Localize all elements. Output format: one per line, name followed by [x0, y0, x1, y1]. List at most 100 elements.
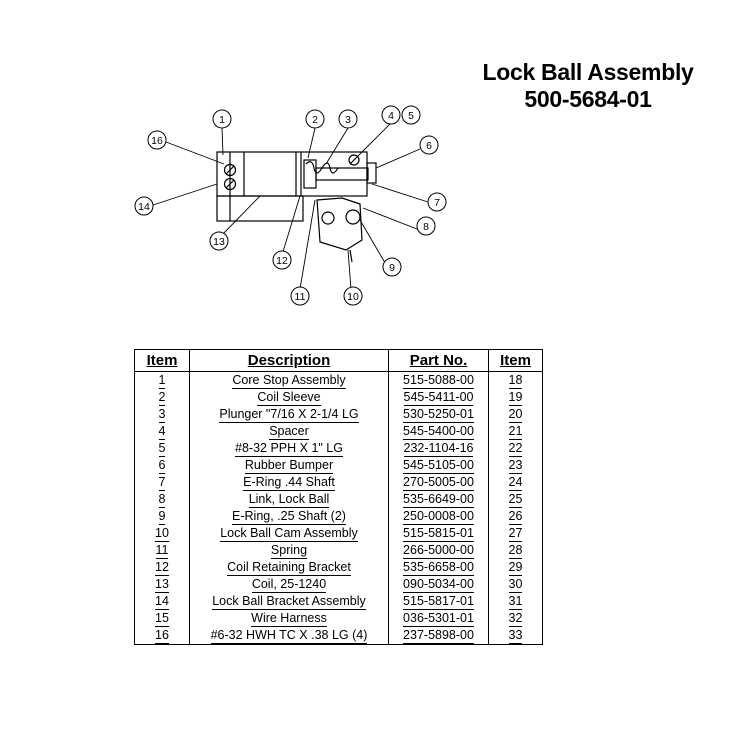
row-item-cell: 16 [134, 627, 190, 645]
row-item-2-cell: 28 [488, 542, 543, 559]
row-part-no-cell: 270-5005-00 [388, 474, 489, 491]
header-part-no: Part No. [388, 349, 489, 372]
callout-3 [338, 109, 358, 129]
assembly-diagram: 1 2 3 4 5 6 7 8 9 10 11 12 13 14 16 [134, 105, 447, 306]
table-row: 14 Lock Ball Bracket Assembly 515-5817-01 3… [134, 593, 543, 610]
row-part-no-cell: 515-5088-00 [388, 371, 489, 389]
callout-label: 2 [312, 114, 318, 126]
row-description-cell: Plunger "7/16 X 2-1/4 LG [189, 406, 389, 423]
row-item-2: 25 [508, 492, 523, 508]
row-item: 7 [158, 475, 166, 491]
row-item-2-cell: 18 [488, 371, 543, 389]
callout-label: 10 [347, 291, 359, 303]
table-row: 8 Link, Lock Ball 535-6649-00 25 [134, 491, 543, 508]
row-item-cell: 7 [134, 474, 190, 491]
row-item-2: 26 [508, 509, 523, 525]
callout-11 [290, 286, 310, 306]
row-item-cell: 13 [134, 576, 190, 593]
row-description: Coil, 25-1240 [251, 577, 327, 593]
row-item: 5 [158, 441, 166, 457]
table-row: 7 E-Ring .44 Shaft 270-5005-00 24 [134, 474, 543, 491]
row-item-2: 31 [508, 594, 523, 610]
row-part-no: 535-6649-00 [403, 492, 474, 508]
row-part-no: 515-5088-00 [403, 373, 474, 389]
row-item-2: 18 [508, 373, 523, 389]
callout-label: 13 [213, 236, 225, 248]
callout-label: 9 [389, 262, 395, 274]
row-item-2-cell: 21 [488, 423, 543, 440]
row-description: Lock Ball Cam Assembly [220, 526, 358, 542]
row-description: Spring [270, 543, 308, 559]
row-item-cell: 6 [134, 457, 190, 474]
header-item-2: Item [488, 349, 543, 372]
callout-label: 5 [408, 110, 414, 122]
row-part-no: 250-0008-00 [403, 509, 474, 525]
callout-label: 16 [151, 135, 163, 147]
callout-10 [343, 286, 363, 306]
row-description-cell: Core Stop Assembly [189, 371, 389, 389]
row-description-cell: E-Ring, .25 Shaft (2) [189, 508, 389, 525]
callout-4 [381, 105, 401, 125]
row-item-2-cell: 31 [488, 593, 543, 610]
row-item: 11 [155, 543, 169, 559]
row-part-no: 270-5005-00 [403, 475, 474, 491]
row-part-no: 545-5411-00 [403, 390, 474, 406]
row-item-cell: 11 [134, 542, 190, 559]
row-part-no: 036-5301-01 [403, 611, 474, 627]
callout-5 [401, 105, 421, 125]
callout-1 [212, 109, 232, 129]
row-part-no-cell: 237-5898-00 [388, 627, 489, 645]
row-part-no: 266-5000-00 [403, 543, 474, 559]
row-description: Link, Lock Ball [248, 492, 330, 508]
row-item-cell: 3 [134, 406, 190, 423]
row-description: Lock Ball Bracket Assembly [212, 594, 366, 610]
row-item-cell: 14 [134, 593, 190, 610]
callout-12 [272, 250, 292, 270]
row-item: 15 [155, 611, 169, 627]
row-description-cell: Wire Harness [189, 610, 389, 627]
row-description-cell: #8-32 PPH X 1" LG [189, 440, 389, 457]
row-part-no-cell: 090-5034-00 [388, 576, 489, 593]
row-description: Spacer [269, 424, 309, 440]
callout-2 [305, 109, 325, 129]
row-part-no: 515-5817-01 [403, 594, 474, 610]
lock-ball-cam [316, 197, 363, 251]
table-row: 11 Spring 266-5000-00 28 [134, 542, 543, 559]
row-item-cell: 4 [134, 423, 190, 440]
callout-label: 14 [138, 201, 150, 213]
callout-label: 1 [219, 114, 225, 126]
row-description-cell: Lock Ball Bracket Assembly [189, 593, 389, 610]
row-item: 14 [155, 594, 169, 610]
row-item: 8 [158, 492, 166, 508]
row-item: 3 [158, 407, 166, 423]
row-description-cell: Spacer [189, 423, 389, 440]
row-item-2-cell: 20 [488, 406, 543, 423]
row-item-2: 28 [508, 543, 523, 559]
callout-8 [416, 216, 436, 236]
row-item-2: 27 [508, 526, 523, 542]
callout-label: 6 [426, 140, 432, 152]
callout-label: 8 [423, 221, 429, 233]
row-item-2: 33 [508, 628, 523, 644]
bracket-body [216, 151, 368, 197]
row-item-2-cell: 26 [488, 508, 543, 525]
callout-6 [419, 135, 439, 155]
row-description-cell: E-Ring .44 Shaft [189, 474, 389, 491]
callout-label: 3 [345, 114, 351, 126]
plunger [315, 167, 369, 181]
row-item-cell: 12 [134, 559, 190, 576]
row-item: 1 [158, 373, 166, 389]
spring-coil [305, 161, 339, 174]
row-item-2: 22 [508, 441, 523, 457]
callout-9 [382, 257, 402, 277]
row-item-2-cell: 24 [488, 474, 543, 491]
row-part-no-cell: 535-6658-00 [388, 559, 489, 576]
callout-7 [427, 192, 447, 212]
